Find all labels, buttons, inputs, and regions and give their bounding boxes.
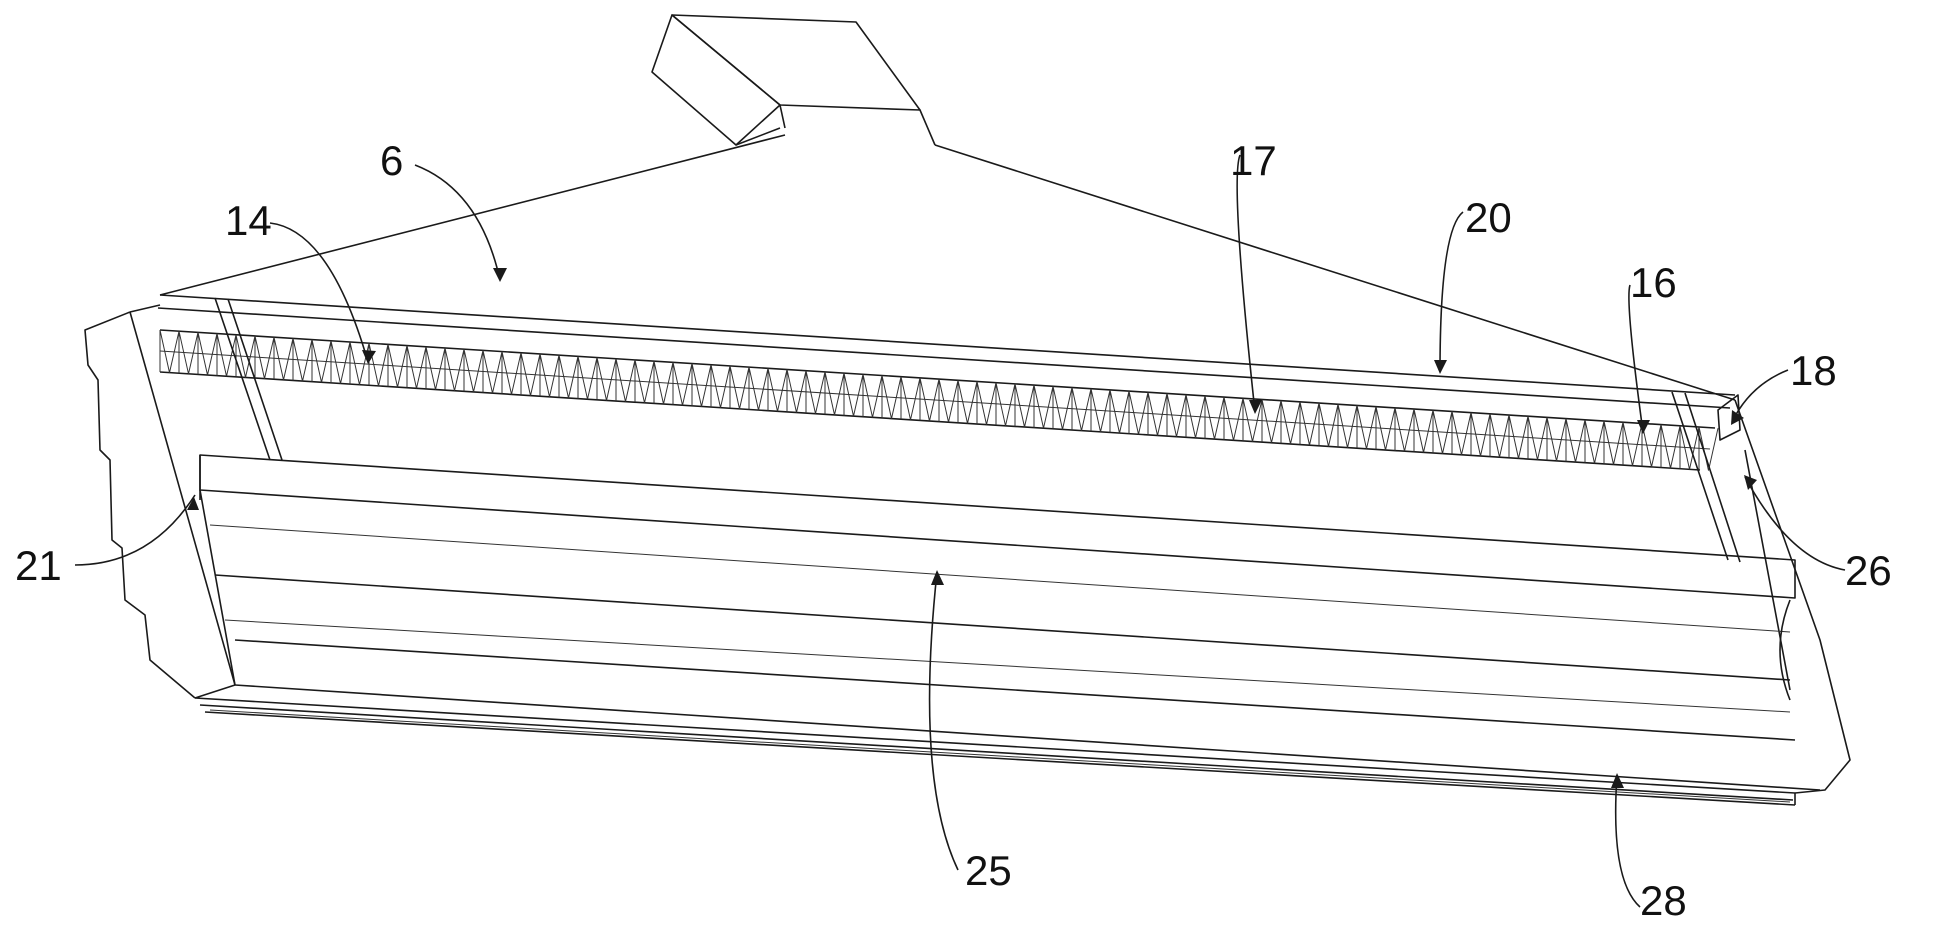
leader-16 bbox=[1628, 284, 1644, 433]
side-posts bbox=[214, 297, 1741, 563]
leader-28 bbox=[1614, 774, 1641, 908]
filter-fins bbox=[159, 329, 1719, 471]
top-rail bbox=[157, 294, 1736, 409]
arrow-heads bbox=[187, 268, 1757, 788]
leader-25 bbox=[928, 571, 959, 871]
leader-6 bbox=[414, 164, 501, 281]
front-panel bbox=[199, 454, 1821, 791]
label-16: 16 bbox=[1630, 259, 1677, 306]
label-26: 26 bbox=[1845, 547, 1892, 594]
right-frame bbox=[1734, 399, 1851, 794]
label-20: 20 bbox=[1465, 194, 1512, 241]
label-28: 28 bbox=[1640, 877, 1687, 924]
left-frame bbox=[84, 304, 236, 699]
label-17: 17 bbox=[1230, 137, 1277, 184]
filter-fin-pattern bbox=[159, 329, 1719, 471]
label-14: 14 bbox=[225, 197, 272, 244]
label-21: 21 bbox=[15, 542, 62, 589]
leader-26 bbox=[1744, 476, 1846, 571]
leader-lines bbox=[74, 154, 1846, 908]
label-6: 6 bbox=[380, 137, 403, 184]
label-25: 25 bbox=[965, 847, 1012, 894]
reference-numerals: 6 14 17 20 16 18 21 26 25 28 bbox=[15, 137, 1892, 924]
leader-20 bbox=[1439, 211, 1464, 373]
leader-14 bbox=[269, 222, 369, 363]
label-18: 18 bbox=[1790, 347, 1837, 394]
leader-17 bbox=[1236, 154, 1256, 413]
top-duct bbox=[651, 14, 936, 146]
bottom-edge bbox=[194, 697, 1796, 806]
hood-body bbox=[159, 134, 1736, 401]
filter-strip bbox=[159, 329, 1719, 471]
leader-21 bbox=[74, 494, 196, 566]
